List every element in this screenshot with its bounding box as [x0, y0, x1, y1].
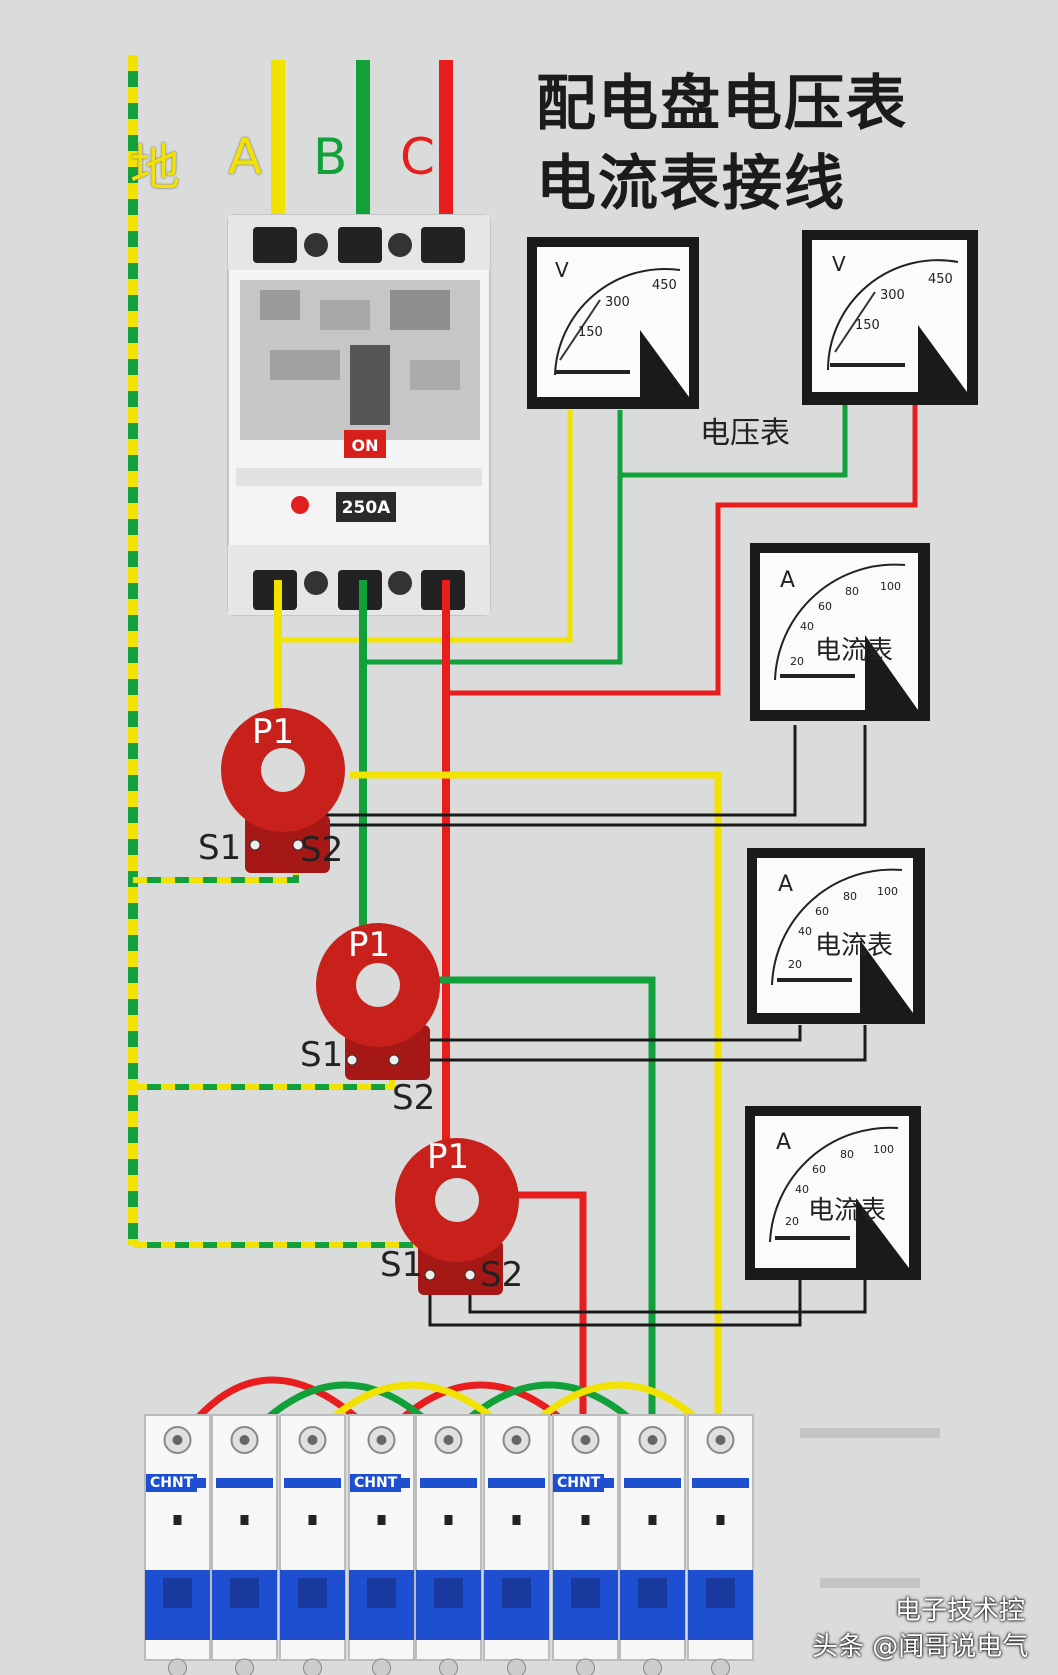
- ct-c-p1: P1: [427, 1137, 470, 1177]
- mcb-pole-8: [619, 1414, 686, 1675]
- mcb-pole-4: [348, 1414, 415, 1675]
- voltmeter-1: [527, 237, 699, 409]
- ammeter-2-label: 电流表: [815, 931, 894, 961]
- current-transformer-a: [221, 708, 345, 873]
- mcb-pole-1: [144, 1414, 211, 1675]
- watermark-line-2: 头条 @闻哥说电气: [812, 1632, 1029, 1662]
- phase-label-b: B: [313, 128, 348, 186]
- ct-a-p1: P1: [252, 712, 295, 752]
- breaker-rating: 250A: [342, 498, 391, 518]
- breaker-indicator-light: [291, 496, 309, 514]
- phase-label-c: C: [400, 128, 435, 186]
- voltmeter-1-tick-150: 150: [578, 325, 603, 340]
- mcb-brand-3: CHNT: [553, 1474, 605, 1492]
- ammeter-3-tick-100: 100: [873, 1143, 894, 1156]
- ct-b-p1: P1: [348, 925, 391, 965]
- breaker-on-label: ON: [352, 436, 379, 455]
- mcb-brand-2: CHNT: [350, 1474, 402, 1492]
- mcb-pole-7: [552, 1414, 619, 1675]
- ct-b-s1: S1: [300, 1035, 344, 1075]
- ammeter-1-tick-80: 80: [845, 585, 859, 598]
- ammeter-3-tick-20: 20: [785, 1215, 799, 1228]
- voltmeter-2: [802, 230, 978, 405]
- ammeter-3-tick-40: 40: [795, 1183, 809, 1196]
- ct-c-s1: S1: [380, 1245, 424, 1285]
- voltmeter-2-unit: V: [832, 252, 846, 276]
- ammeter-2: [747, 848, 925, 1024]
- mcb-pole-9: [687, 1414, 754, 1675]
- breaker-on-switch[interactable]: [344, 430, 386, 458]
- ammeter-3-unit: A: [776, 1130, 792, 1155]
- ammeter-1-tick-100: 100: [880, 580, 901, 593]
- phase-label-ground: 地: [130, 139, 180, 197]
- ammeter-2-tick-80: 80: [843, 890, 857, 903]
- ct-b-s2: S2: [392, 1078, 436, 1118]
- mcb-pole-3: [279, 1414, 346, 1675]
- voltmeter-1-tick-300: 300: [605, 295, 630, 310]
- ammeter-3-tick-80: 80: [840, 1148, 854, 1161]
- current-transformer-c: [395, 1138, 519, 1295]
- ammeter-1-tick-60: 60: [818, 600, 832, 613]
- voltmeter-1-unit: V: [555, 258, 569, 282]
- mcb-pole-6: [483, 1414, 550, 1675]
- title-line-1: 配电盘电压表: [536, 69, 908, 139]
- ammeter-2-tick-60: 60: [815, 905, 829, 918]
- ammeter-2-unit: A: [778, 872, 794, 897]
- mcb-brand-1: CHNT: [146, 1474, 198, 1492]
- ammeter-2-tick-40: 40: [798, 925, 812, 938]
- ammeter-3: [745, 1106, 921, 1280]
- phase-label-a: A: [228, 128, 263, 186]
- main-breaker: ON 250A: [227, 214, 491, 616]
- ammeter-3-tick-60: 60: [812, 1163, 826, 1176]
- ammeter-1: [750, 543, 930, 721]
- voltmeter-2-tick-300: 300: [880, 288, 905, 303]
- ammeter-2-tick-20: 20: [788, 958, 802, 971]
- current-transformer-b: [316, 923, 440, 1080]
- phase-wires-down: [274, 580, 722, 1430]
- ct-c-s2: S2: [480, 1255, 524, 1295]
- voltmeter-1-tick-450: 450: [652, 278, 677, 293]
- ammeter-1-unit: A: [780, 568, 796, 593]
- ammeter-1-tick-20: 20: [790, 655, 804, 668]
- ct-a-s2: S2: [300, 830, 344, 870]
- mcb-pole-2: [211, 1414, 278, 1675]
- ammeter-3-label: 电流表: [808, 1196, 887, 1226]
- voltmeter-2-tick-150: 150: [855, 318, 880, 333]
- mcb-row: [144, 1414, 754, 1675]
- ammeter-1-label: 电流表: [815, 636, 894, 666]
- voltmeter-2-tick-450: 450: [928, 272, 953, 287]
- ammeter-2-tick-100: 100: [877, 885, 898, 898]
- mcb-pole-5: [415, 1414, 482, 1675]
- ct-a-s1: S1: [198, 828, 242, 868]
- watermark-line-1: 电子技术控: [895, 1596, 1026, 1626]
- voltmeter-label: 电压表: [700, 416, 790, 451]
- title-line-2: 电流表接线: [536, 149, 846, 219]
- ammeter-1-tick-40: 40: [800, 620, 814, 633]
